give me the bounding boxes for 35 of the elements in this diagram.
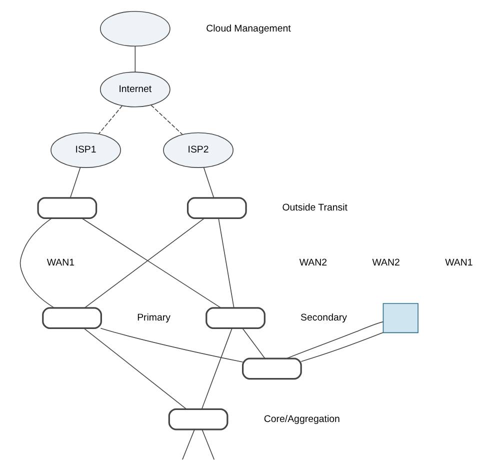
- connector: [286, 321, 384, 359]
- connector: [218, 218, 234, 308]
- label: WAN2: [372, 258, 400, 269]
- connector: [202, 167, 214, 198]
- node-label: Primary: [136, 312, 170, 324]
- connector: [150, 104, 182, 135]
- node-box: [168, 408, 228, 430]
- node-box: [186, 197, 246, 219]
- connector: [69, 167, 80, 198]
- node-ellipse: Internet: [99, 72, 170, 108]
- node-box: [242, 358, 302, 380]
- connector: [134, 46, 136, 72]
- node-label: Secondary: [300, 312, 346, 324]
- label: WAN1: [46, 258, 74, 269]
- label: WAN1: [444, 258, 472, 269]
- node-cloud: [99, 10, 170, 47]
- connector: [19, 218, 54, 308]
- connector: [83, 328, 186, 410]
- connector: [200, 328, 232, 410]
- node-label: Cloud Management: [206, 23, 290, 34]
- node-box: [205, 307, 265, 330]
- node-box: [36, 197, 97, 219]
- node-ellipse: ISP2: [162, 132, 233, 168]
- node-ellipse: ISP1: [50, 132, 120, 168]
- node-box: [42, 307, 102, 330]
- connector: [182, 429, 194, 460]
- connector: [300, 332, 384, 362]
- node-label: Core/Aggregation: [263, 414, 340, 425]
- connector: [98, 105, 122, 134]
- connector: [100, 328, 243, 362]
- label: WAN2: [298, 258, 327, 269]
- node-firewall: [382, 303, 418, 334]
- connector: [242, 328, 265, 359]
- connector: [201, 429, 214, 460]
- label: Outside Transit: [282, 202, 347, 214]
